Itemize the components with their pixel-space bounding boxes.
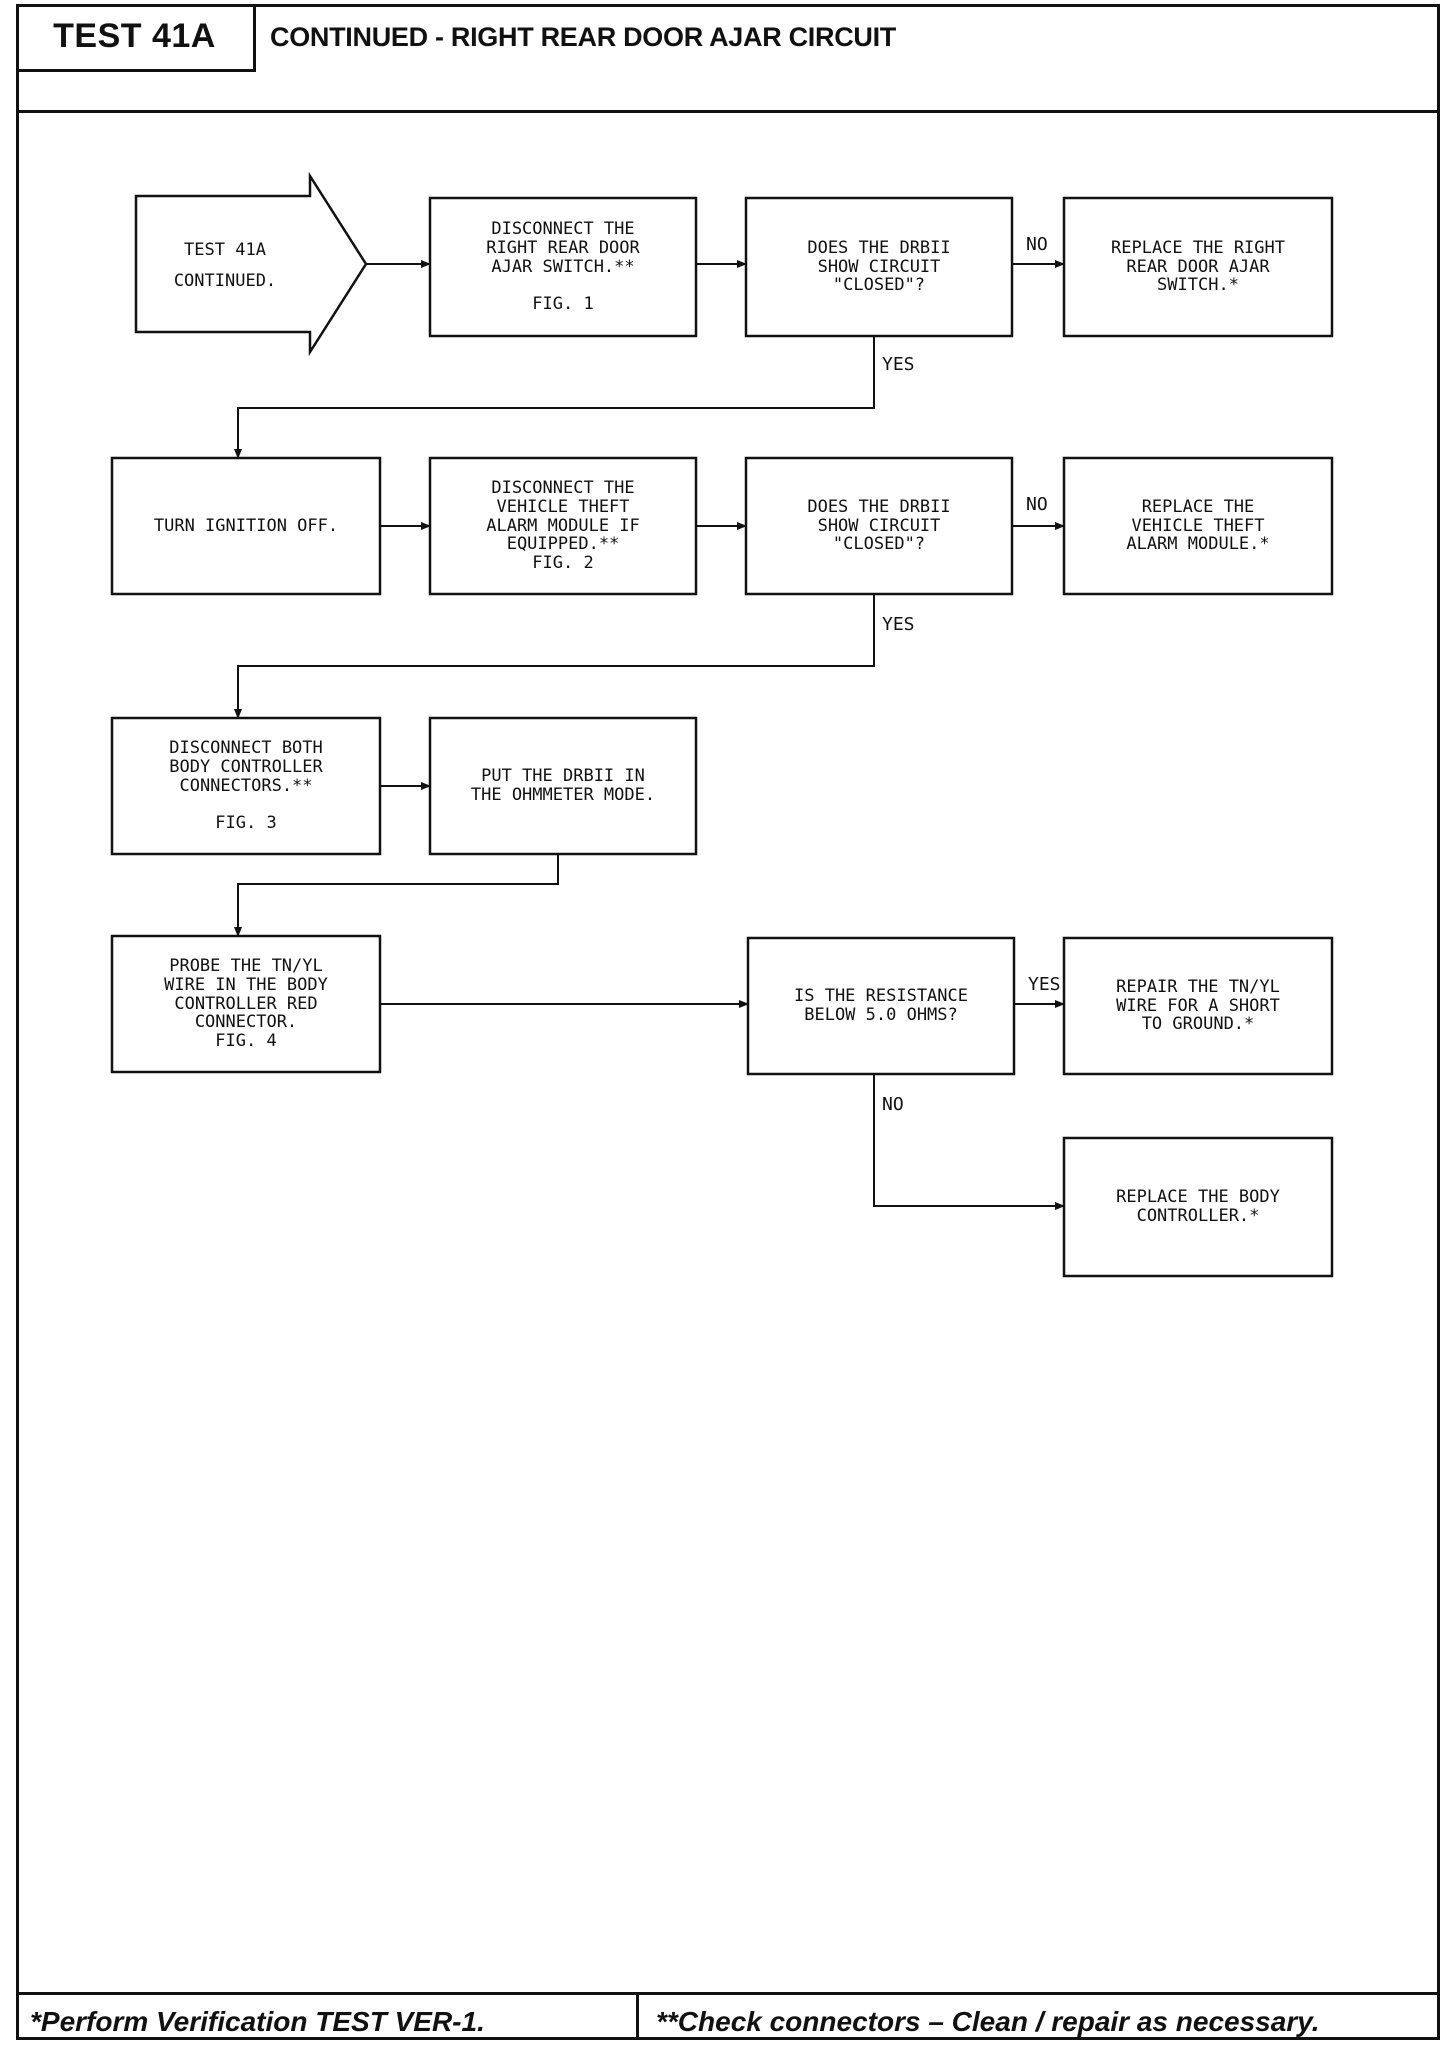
step-disconnect-alarm: DISCONNECT THE VEHICLE THEFT ALARM MODUL… xyxy=(432,460,694,592)
step-probe: PROBE THE TN/YL WIRE IN THE BODY CONTROL… xyxy=(114,938,378,1070)
step-disconnect-alarm-label: DISCONNECT THE VEHICLE THEFT ALARM MODUL… xyxy=(486,478,640,574)
result-replace-bc: REPLACE THE BODY CONTROLLER.* xyxy=(1066,1140,1330,1274)
connector-decision2-yes xyxy=(234,594,875,719)
footer-connector-note: **Check connectors – Clean / repair as n… xyxy=(656,2006,1320,2037)
result-replace-switch: REPLACE THE RIGHT REAR DOOR AJAR SWITCH.… xyxy=(1066,200,1330,334)
step-disconnect-bc: DISCONNECT BOTH BODY CONTROLLER CONNECTO… xyxy=(114,720,378,852)
decision-3-label: IS THE RESISTANCE BELOW 5.0 OHMS? xyxy=(794,986,968,1025)
decision-3: IS THE RESISTANCE BELOW 5.0 OHMS? xyxy=(750,940,1012,1072)
branch-label-no-2: NO xyxy=(1026,494,1048,515)
step-ohmmeter-label: PUT THE DRBII IN THE OHMMETER MODE. xyxy=(470,766,656,805)
branch-label-yes-1: YES xyxy=(882,354,915,375)
result-repair-wire: REPAIR THE TN/YL WIRE FOR A SHORT TO GRO… xyxy=(1066,940,1330,1072)
footer-divider xyxy=(16,1992,1440,1995)
step-ignition-off: TURN IGNITION OFF. xyxy=(114,460,378,592)
start-arrow-shape xyxy=(134,171,368,357)
test-id-tab: TEST 41A xyxy=(16,4,256,72)
step-ignition-off-label: TURN IGNITION OFF. xyxy=(153,515,339,536)
decision-2: DOES THE DRBII SHOW CIRCUIT "CLOSED"? xyxy=(748,460,1010,592)
decision-1-label: DOES THE DRBII SHOW CIRCUIT "CLOSED"? xyxy=(807,237,951,296)
step-disconnect-switch-label: DISCONNECT THE RIGHT REAR DOOR AJAR SWIT… xyxy=(486,219,640,315)
step-ohmmeter: PUT THE DRBII IN THE OHMMETER MODE. xyxy=(432,720,694,852)
result-replace-bc-label: REPLACE THE BODY CONTROLLER.* xyxy=(1116,1187,1280,1226)
step-disconnect-switch: DISCONNECT THE RIGHT REAR DOOR AJAR SWIT… xyxy=(432,200,694,334)
connector-decision1-yes xyxy=(234,336,875,459)
step-probe-label: PROBE THE TN/YL WIRE IN THE BODY CONTROL… xyxy=(164,956,328,1052)
branch-label-no-1: NO xyxy=(1026,234,1048,255)
result-replace-alarm-label: REPLACE THE VEHICLE THEFT ALARM MODULE.* xyxy=(1126,496,1270,555)
page-frame xyxy=(16,4,1440,2040)
decision-1: DOES THE DRBII SHOW CIRCUIT "CLOSED"? xyxy=(748,200,1010,334)
result-replace-alarm: REPLACE THE VEHICLE THEFT ALARM MODULE.* xyxy=(1066,460,1330,592)
header-divider xyxy=(16,110,1440,113)
start-text: TEST 41A CONTINUED. xyxy=(150,230,300,302)
branch-label-yes-3: YES xyxy=(1028,974,1061,995)
result-repair-wire-label: REPAIR THE TN/YL WIRE FOR A SHORT TO GRO… xyxy=(1116,976,1280,1035)
result-replace-switch-label: REPLACE THE RIGHT REAR DOOR AJAR SWITCH.… xyxy=(1111,237,1285,296)
connector-ohmmeter-to-probe xyxy=(234,854,559,937)
decision-2-label: DOES THE DRBII SHOW CIRCUIT "CLOSED"? xyxy=(807,496,951,555)
step-disconnect-bc-label: DISCONNECT BOTH BODY CONTROLLER CONNECTO… xyxy=(169,738,323,834)
footer-column-divider xyxy=(636,1992,639,2040)
page-title: CONTINUED - RIGHT REAR DOOR AJAR CIRCUIT xyxy=(270,22,896,52)
connector-decision3-no xyxy=(873,1074,1065,1210)
footer-verification-note: *Perform Verification TEST VER-1. xyxy=(30,2006,485,2037)
branch-label-yes-2: YES xyxy=(882,614,915,635)
branch-label-no-3: NO xyxy=(882,1094,904,1115)
start-label: TEST 41A CONTINUED. xyxy=(173,240,277,291)
